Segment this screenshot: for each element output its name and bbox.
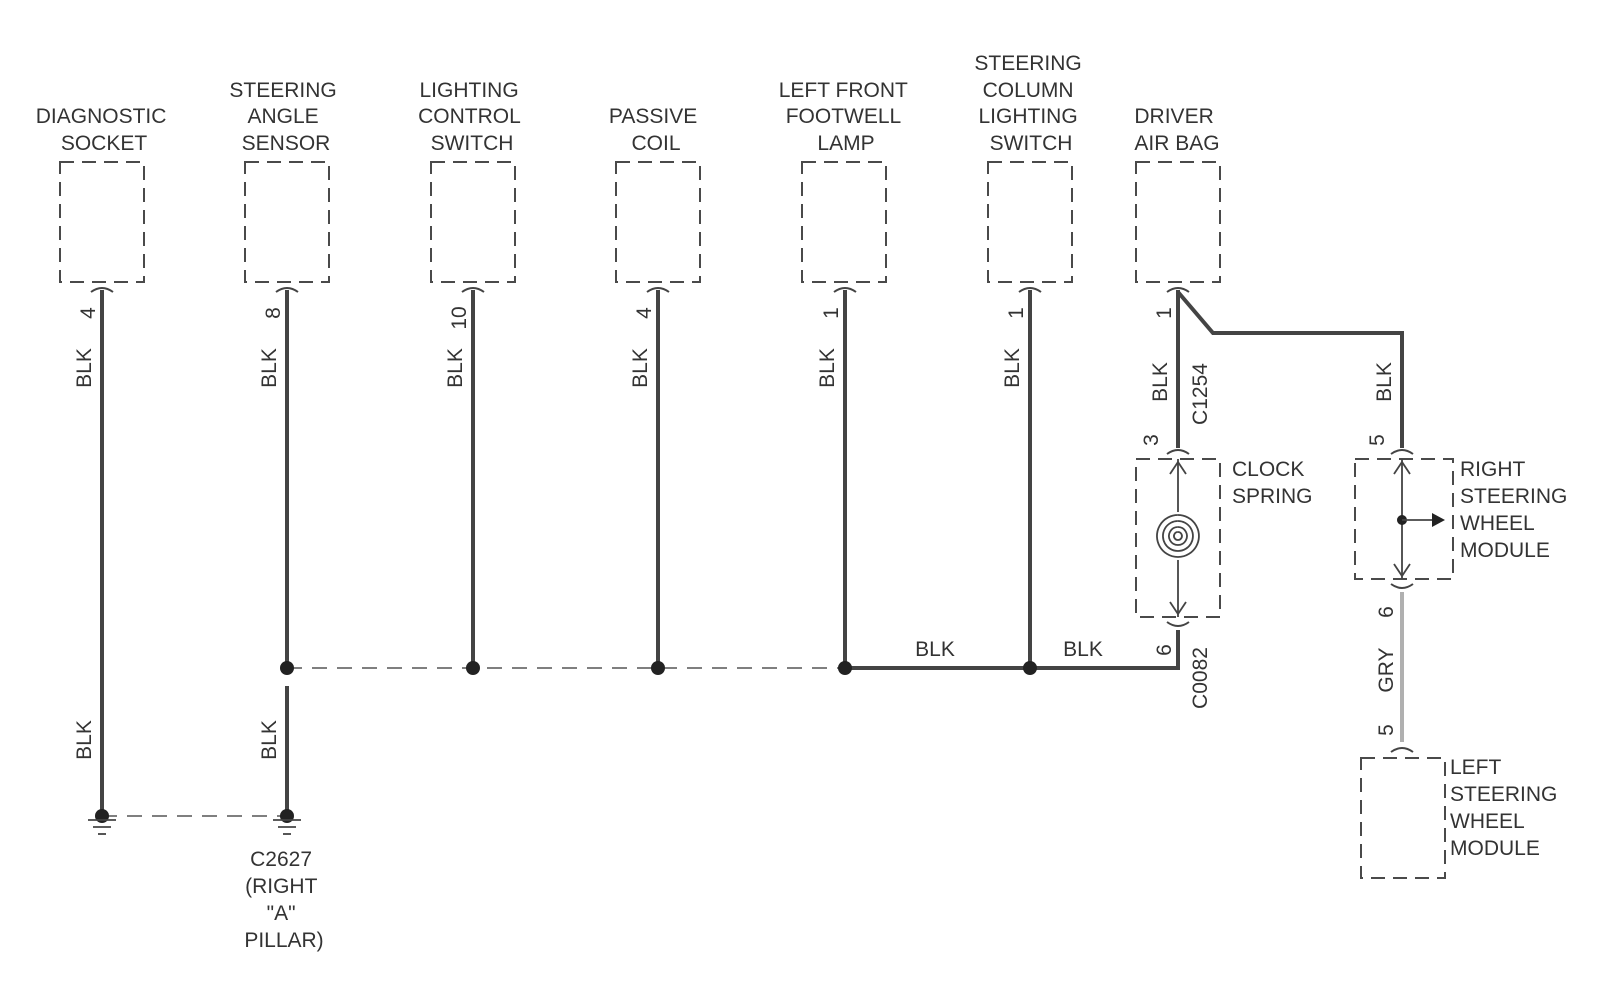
pin-number: 1 [820,307,843,319]
pin-number: 1 [1005,307,1028,319]
steering-angle-sensor-box [244,161,330,283]
diagnostic-socket-box [59,161,145,283]
clock-spring-bottom-terminal [1166,621,1190,627]
ground-symbol-left [88,809,116,835]
pin-number: 10 [448,306,471,329]
left-module-top-terminal [1390,747,1414,753]
label-steering-column-lighting-switch: STEERING COLUMN LIGHTING SWITCH [974,52,1087,155]
clock-spring-coil-icon [1156,514,1200,558]
wire-label-blk: BLK [73,348,96,388]
clock-spring-arrow-up [1169,460,1187,475]
clock-spring-top-terminal [1166,449,1190,455]
terminal-diagnostic-socket [90,287,114,293]
pin-number: 5 [1366,434,1389,446]
ground-label-c2627: C2627 (RIGHT "A" PILLAR) [244,848,323,952]
label-right-steering-wheel-module: RIGHT STEERING WHEEL MODULE [1460,458,1573,562]
wire-label-blk-horizontal: BLK [1063,638,1103,661]
wire-label-gry: GRY [1375,647,1398,692]
connector-label-c1254: C1254 [1189,363,1212,425]
wire-label-blk: BLK [629,348,652,388]
left-steering-wheel-module-box [1360,757,1446,879]
wire-label-blk: BLK [444,348,467,388]
terminal-steering-column-switch [1018,287,1042,293]
wire-airbag-to-right-module [1176,290,1404,448]
label-lighting-control-switch: LIGHTING CONTROL SWITCH [418,79,526,155]
connector-label-c0082: C0082 [1189,647,1212,709]
label-steering-angle-sensor: STEERING ANGLE SENSOR [229,79,342,155]
splice-dot [838,661,852,675]
pin-number: 6 [1375,606,1398,618]
pin-number: 3 [1140,434,1163,446]
terminal-driver-air-bag [1166,287,1190,293]
clock-spring-arrow-down [1169,601,1187,616]
terminal-footwell-lamp [833,287,857,293]
lighting-control-switch-box [430,161,516,283]
pin-number: 8 [262,307,285,319]
splice-dot [651,661,665,675]
wire-label-blk: BLK [1001,348,1024,388]
terminal-passive-coil [646,287,670,293]
right-module-arrow-down [1393,563,1411,578]
wire-label-blk: BLK [73,720,96,760]
steering-column-lighting-switch-box [987,161,1073,283]
pin-number: 4 [77,307,100,319]
label-diagnostic-socket: DIAGNOSTIC SOCKET [36,105,173,155]
ground-symbol-right [273,809,301,835]
clock-spring-coil-bg [1154,512,1202,560]
splice-dot [466,661,480,675]
pin-number: 1 [1153,307,1176,319]
label-clock-spring: CLOCK SPRING [1232,458,1313,508]
right-module-output-arrow [1432,513,1445,527]
splice-dot [1023,661,1037,675]
wire-label-blk: BLK [258,720,281,760]
right-steering-wheel-module-box [1354,458,1454,580]
wire-label-blk: BLK [1373,362,1396,402]
label-left-steering-wheel-module: LEFT STEERING WHEEL MODULE [1450,756,1563,860]
wire-label-blk: BLK [816,348,839,388]
left-front-footwell-lamp-box [801,161,887,283]
pin-number: 5 [1375,724,1398,736]
pin-number: 4 [633,307,656,319]
terminal-lighting-control-switch [461,287,485,293]
wire-column-to-clock-spring [1030,630,1180,670]
right-module-bottom-terminal [1390,583,1414,589]
passive-coil-box [615,161,701,283]
clock-spring-box [1135,458,1221,618]
label-driver-air-bag: DRIVER AIR BAG [1134,105,1219,155]
splice-dot [280,661,294,675]
right-module-top-terminal [1390,449,1414,455]
wire-label-blk-horizontal: BLK [915,638,955,661]
label-left-front-footwell-lamp: LEFT FRONT FOOTWELL LAMP [779,79,914,155]
label-passive-coil: PASSIVE COIL [609,105,703,155]
pin-number: 6 [1153,644,1176,656]
terminal-steering-angle-sensor [275,287,299,293]
right-module-arrow-up [1393,460,1411,475]
driver-air-bag-box [1135,161,1221,283]
wire-label-blk: BLK [1149,362,1172,402]
wire-label-blk: BLK [258,348,281,388]
